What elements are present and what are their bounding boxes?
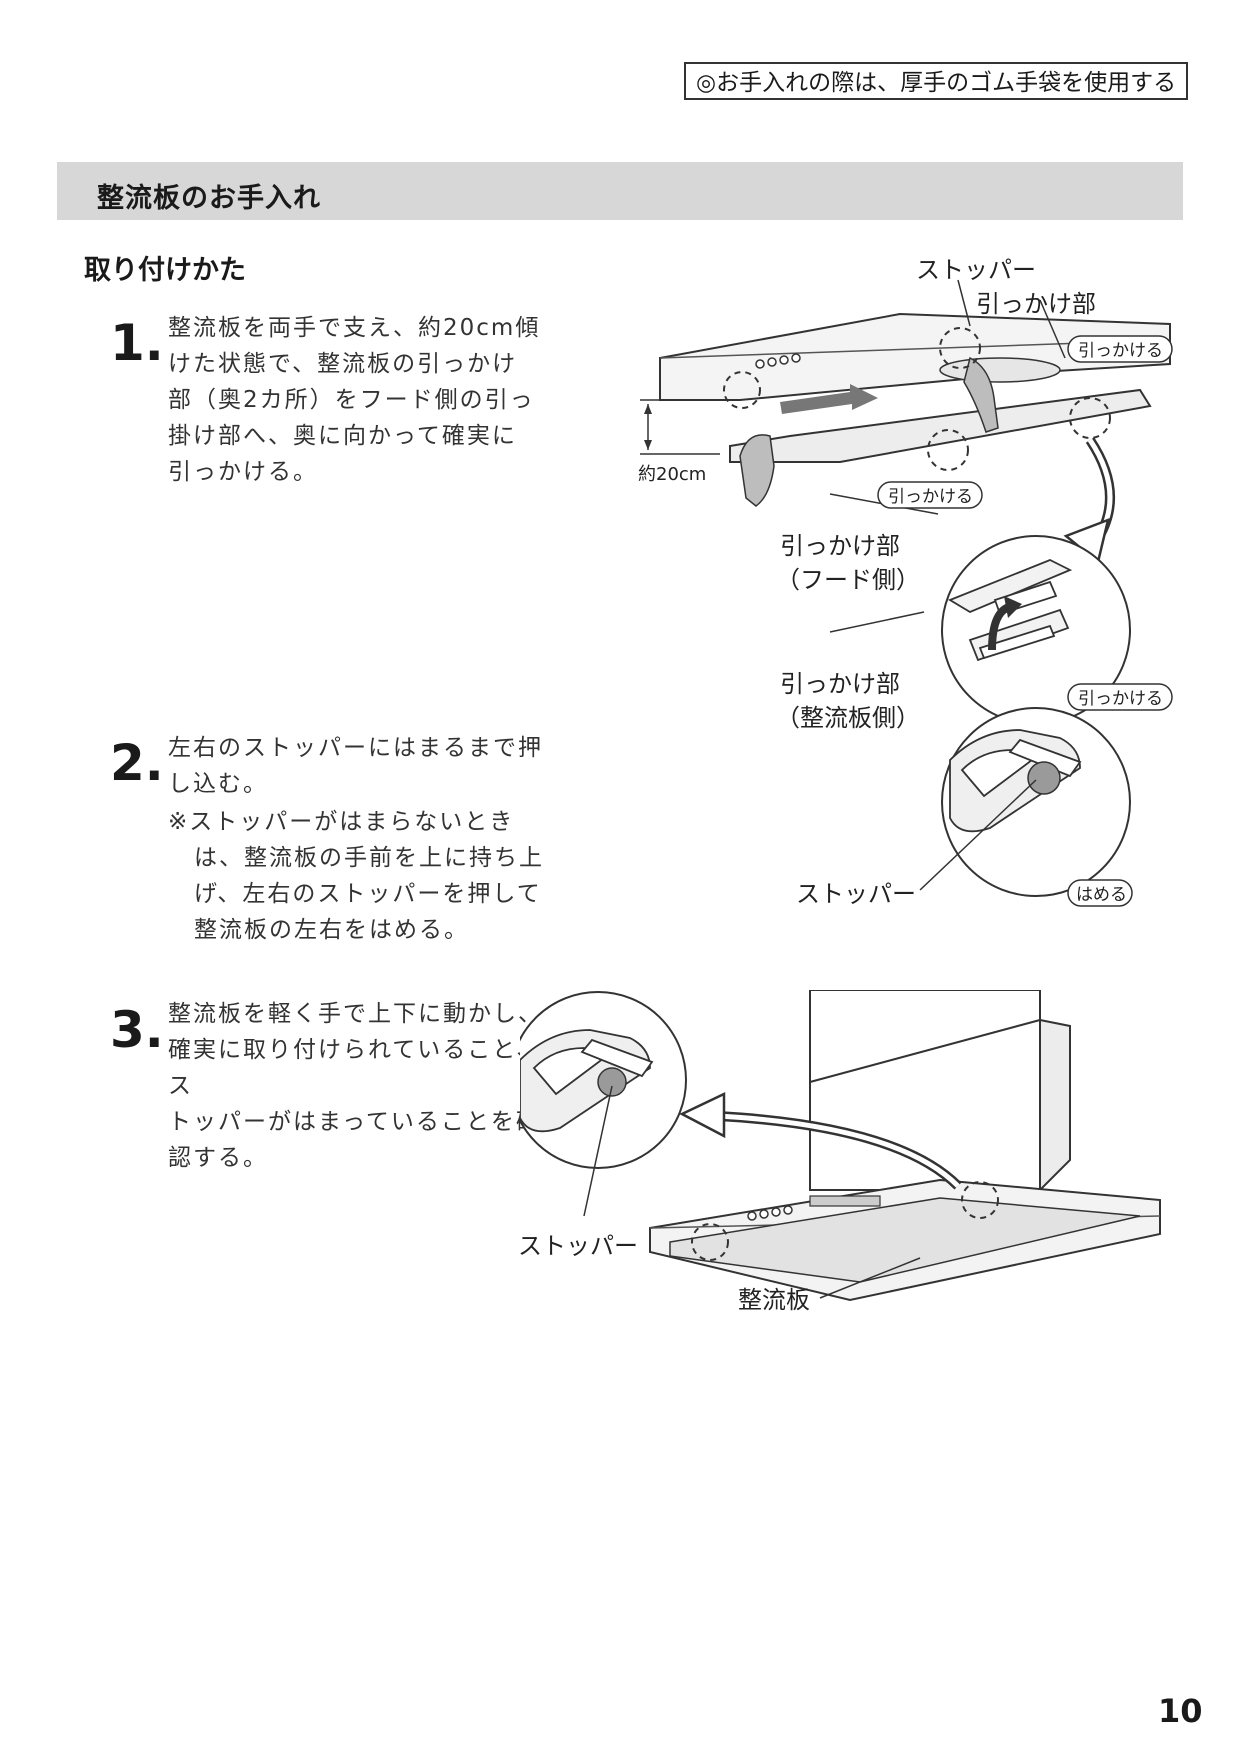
step-2-note-line: 整流板の左右をはめる。 [194,917,469,943]
stopper-knob-icon [1027,761,1061,795]
fan-opening [939,357,1061,383]
stopper-knob-icon [597,1067,627,1097]
step-2-line: 左右のストッパーにはまるまで押 [168,735,543,761]
step-2-number: 2. [110,734,164,792]
section-band [57,162,1183,220]
label-fit-action: はめる [1076,885,1127,905]
step-1-line: 引っかける。 [168,459,318,485]
notice-box: ◎お手入れの際は、厚手のゴム手袋を使用する [684,62,1189,100]
label-distance: 約20cm [638,464,706,485]
label-hook-action-1: 引っかける [1078,341,1163,361]
label-plate-side-2: （整流板側） [776,704,920,732]
step-1-line: 部（奥2カ所）をフード側の引っ [168,387,535,413]
label-stopper-bottom: ストッパー [796,880,916,908]
diagram-installed-hood: ストッパー 整流板 [520,990,1161,1314]
label-hook-action-3: 引っかける [1078,689,1163,709]
step-1-number: 1. [110,314,164,372]
label-hook-part: 引っかけ部 [976,290,1096,318]
step-1-text: 整流板を両手で支え、約20cm傾 けた状態で、整流板の引っかけ 部（奥2カ所）を… [168,310,548,490]
label-hood-side-2: （フード側） [776,566,920,594]
step-3-line: 整流板を軽く手で上下に動かし、 [168,1001,543,1027]
label-hood-side-1: 引っかけ部 [780,532,900,560]
left-hand-icon [739,434,775,507]
label-stopper-top: ストッパー [916,256,1036,284]
diagram-hook-plate: ストッパー 引っかけ部 引っかける 引っかける 約20cm 引っかけ部 （フード… [638,256,1173,908]
step-3-line: 確実に取り付けられていること、ス [168,1037,542,1099]
right-hand-icon [963,356,999,433]
step-2-note-line: ※ストッパーがはまらないとき [168,809,515,835]
step-3-text: 整流板を軽く手で上下に動かし、 確実に取り付けられていること、ス トッパーがはま… [168,996,548,1176]
step-3-line: トッパーがはまっていることを確 [168,1109,541,1135]
step-2-text: 左右のストッパーにはまるまで押 し込む。 [168,730,548,802]
step-1-line: 整流板を両手で支え、約20cm傾 [168,315,541,341]
label-hook-action-2: 引っかける [888,487,973,507]
plate [669,1197,1141,1283]
plate [729,388,1152,463]
step-2-line: し込む。 [168,771,268,797]
step-3-line: 認する。 [168,1145,268,1171]
label-plate-side-1: 引っかけ部 [780,670,900,698]
step-2-note-line: げ、左右のストッパーを押して [194,881,542,907]
label-stopper: ストッパー [520,1232,638,1260]
label-plate: 整流板 [738,1286,810,1314]
step-2-note: ※ストッパーがはまらないとき は、整流板の手前を上に持ち上 げ、左右のストッパー… [168,804,552,948]
step-3-number: 3. [110,1001,164,1059]
step-1-line: けた状態で、整流板の引っかけ [168,351,518,377]
section-title: 整流板のお手入れ [97,183,321,214]
subheading: 取り付けかた [84,255,246,286]
step-1-line: 掛け部へ、奥に向かって確実に [168,423,517,449]
step-2-note-line: は、整流板の手前を上に持ち上 [194,845,544,871]
page-number: 10 [1158,1692,1203,1730]
push-arrow-icon [780,384,878,414]
